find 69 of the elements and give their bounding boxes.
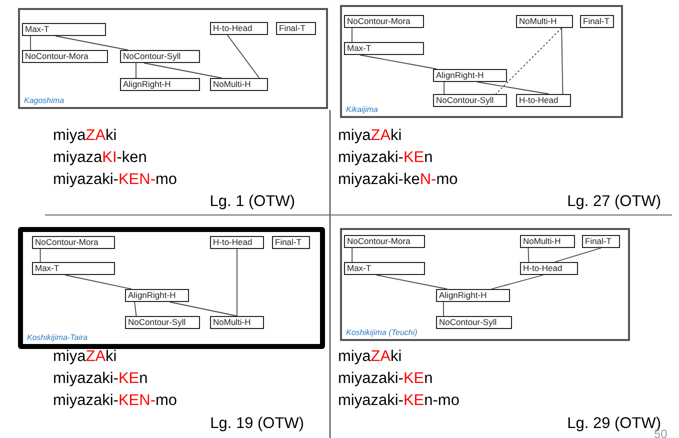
constraint-box: Final-T bbox=[272, 236, 310, 249]
constraint-box: Final-T bbox=[580, 15, 614, 28]
constraint-box: NoContour-Mora bbox=[32, 236, 115, 249]
constraint-box: NoContour-Syll bbox=[120, 50, 200, 63]
constraint-box: NoMulti-H bbox=[520, 235, 575, 248]
constraint-box: AlignRight-H bbox=[125, 289, 189, 302]
example-word: miyazaKI-ken bbox=[53, 149, 147, 167]
constraint-box: NoContour-Syll bbox=[436, 316, 512, 329]
language-label: Lg. 1 (OTW) bbox=[210, 193, 295, 211]
connector-line bbox=[226, 34, 260, 78]
connector-line bbox=[30, 36, 32, 50]
connector-line bbox=[444, 82, 445, 94]
constraint-box: Max-T bbox=[344, 42, 424, 55]
connector-line bbox=[144, 62, 222, 78]
constraint-box: H-to-Head bbox=[210, 22, 268, 35]
diagram-panel bbox=[340, 5, 623, 118]
connector-line bbox=[40, 248, 41, 262]
connector-line bbox=[442, 302, 444, 316]
constraint-box: H-to-Head bbox=[520, 262, 578, 275]
connector-line bbox=[352, 248, 353, 262]
constraint-box: H-to-Head bbox=[516, 94, 571, 107]
example-word: miyaZAki bbox=[53, 348, 117, 366]
constraint-box: NoContour-Syll bbox=[125, 316, 200, 329]
example-word: miyazaki-KEn bbox=[338, 370, 433, 388]
connector-line bbox=[528, 248, 530, 262]
diagram-panel bbox=[18, 8, 328, 109]
constraint-box: Max-T bbox=[344, 262, 425, 275]
panel-title: Koshikijima (Teuchi) bbox=[346, 328, 418, 337]
constraint-box: H-to-Head bbox=[210, 236, 264, 249]
constraint-box: Max-T bbox=[22, 23, 106, 36]
example-word: miyazaki-keN-mo bbox=[338, 171, 458, 189]
diagram-panel bbox=[340, 228, 630, 341]
example-word: miyazaki-KEn-mo bbox=[338, 392, 460, 410]
example-word: miyazaki-KEN-mo bbox=[53, 171, 178, 189]
example-word: miyaZAki bbox=[338, 127, 402, 145]
example-word: miyazaki-KEN-mo bbox=[53, 392, 178, 410]
panel-title: Kikaijima bbox=[346, 105, 378, 114]
connector-line bbox=[236, 248, 238, 316]
example-word: miyaZAki bbox=[53, 127, 117, 145]
constraint-box: Final-T bbox=[582, 235, 620, 248]
diagram-panel bbox=[18, 227, 325, 349]
connector-line bbox=[134, 302, 137, 316]
connector-line bbox=[360, 54, 438, 70]
constraint-box: NoMulti-H bbox=[210, 78, 268, 91]
connector-line bbox=[491, 274, 544, 290]
language-label: Lg. 27 (OTW) bbox=[567, 193, 661, 211]
panel-title: Kagoshima bbox=[24, 96, 64, 105]
connector-line bbox=[64, 274, 132, 290]
connector-line bbox=[561, 28, 564, 94]
constraint-box: AlignRight-H bbox=[433, 69, 507, 82]
constraint-box: NoContour-Mora bbox=[344, 235, 425, 248]
connector-line bbox=[376, 274, 448, 290]
constraint-box: NoMulti-H bbox=[516, 15, 573, 28]
constraint-box: AlignRight-H bbox=[436, 289, 510, 302]
constraint-box: Max-T bbox=[32, 262, 115, 275]
example-word: miyaZAki bbox=[338, 348, 402, 366]
language-label: Lg. 29 (OTW) bbox=[567, 415, 661, 432]
connector-line bbox=[495, 28, 562, 94]
connector-line bbox=[554, 248, 602, 262]
example-word: miyazaki-KEn bbox=[338, 149, 433, 167]
constraint-box: AlignRight-H bbox=[120, 78, 200, 91]
constraint-box: NoMulti-H bbox=[210, 316, 264, 329]
language-label: Lg. 19 (OTW) bbox=[210, 415, 304, 433]
example-word: miyazaki-KEn bbox=[53, 370, 148, 388]
panel-title: Koshikijima-Taira bbox=[27, 333, 88, 342]
constraint-box: NoContour-Mora bbox=[344, 15, 424, 28]
constraint-box: NoContour-Syll bbox=[433, 94, 507, 107]
constraint-box: Final-T bbox=[276, 22, 316, 35]
constraint-box: NoContour-Mora bbox=[22, 50, 108, 63]
